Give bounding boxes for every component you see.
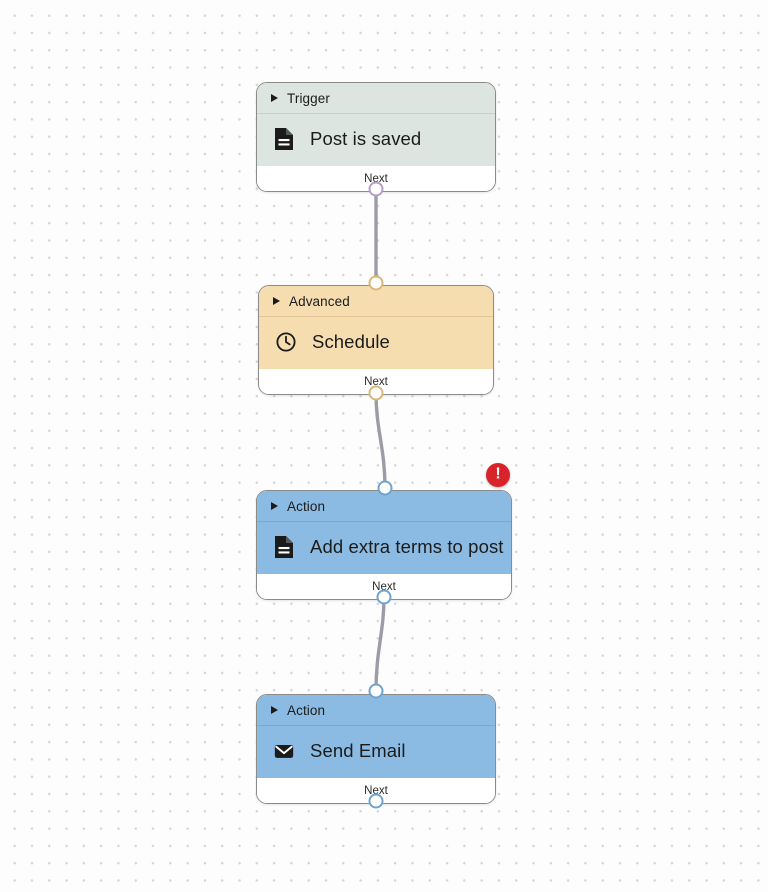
node-title: Post is saved [310, 128, 422, 150]
output-port-trigger[interactable] [368, 181, 384, 197]
node-title: Schedule [312, 331, 390, 353]
workflow-node-action-send-email[interactable]: Action Send Email Next [256, 694, 496, 805]
workflow-node-trigger[interactable]: Trigger Post is saved Next [256, 82, 496, 193]
node-footer-label: Next [364, 172, 388, 185]
error-icon[interactable]: ! [486, 463, 510, 487]
input-port-action-send-email[interactable] [368, 683, 384, 699]
node-divider [259, 316, 493, 318]
input-port-action-add-terms[interactable] [377, 480, 393, 496]
node-header-action[interactable]: Action [257, 695, 495, 725]
output-port-advanced[interactable] [368, 385, 384, 401]
disclosure-triangle-icon[interactable] [271, 502, 278, 510]
node-body-advanced[interactable]: Schedule [259, 317, 493, 370]
workflow-node-advanced[interactable]: Advanced Schedule Next [258, 285, 494, 396]
disclosure-triangle-icon[interactable] [271, 94, 278, 102]
node-header-action[interactable]: Action [257, 491, 511, 521]
edge-advanced-to-action1 [374, 391, 387, 490]
input-port-advanced[interactable] [368, 275, 384, 291]
node-category-label: Advanced [289, 293, 350, 309]
node-footer-label: Next [372, 580, 396, 593]
document-icon [275, 128, 293, 151]
disclosure-triangle-icon[interactable] [273, 297, 280, 305]
node-divider [257, 521, 511, 523]
workflow-node-action-add-terms[interactable]: Action Add extra terms to post Next [256, 490, 512, 601]
node-title: Add extra terms to post [310, 536, 504, 558]
error-exclamation-glyph: ! [495, 465, 501, 483]
node-title: Send Email [310, 740, 406, 762]
node-body-action[interactable]: Add extra terms to post [257, 522, 511, 575]
node-body-trigger[interactable]: Post is saved [257, 114, 495, 167]
node-body-action[interactable]: Send Email [257, 726, 495, 779]
node-footer-label: Next [364, 375, 388, 388]
edge-action1-to-action2 [374, 595, 386, 693]
output-port-action-send-email[interactable] [368, 793, 384, 809]
clock-icon [276, 332, 296, 352]
node-category-label: Action [287, 498, 326, 514]
output-port-action-add-terms[interactable] [376, 589, 392, 605]
node-category-label: Trigger [287, 90, 330, 106]
node-header-trigger[interactable]: Trigger [257, 83, 495, 113]
node-footer-label: Next [364, 784, 388, 797]
disclosure-triangle-icon[interactable] [271, 706, 278, 714]
document-icon [275, 536, 293, 559]
node-divider [257, 725, 495, 727]
envelope-icon [274, 745, 294, 759]
node-divider [257, 113, 495, 115]
node-header-advanced[interactable]: Advanced [259, 286, 493, 316]
node-category-label: Action [287, 702, 326, 718]
